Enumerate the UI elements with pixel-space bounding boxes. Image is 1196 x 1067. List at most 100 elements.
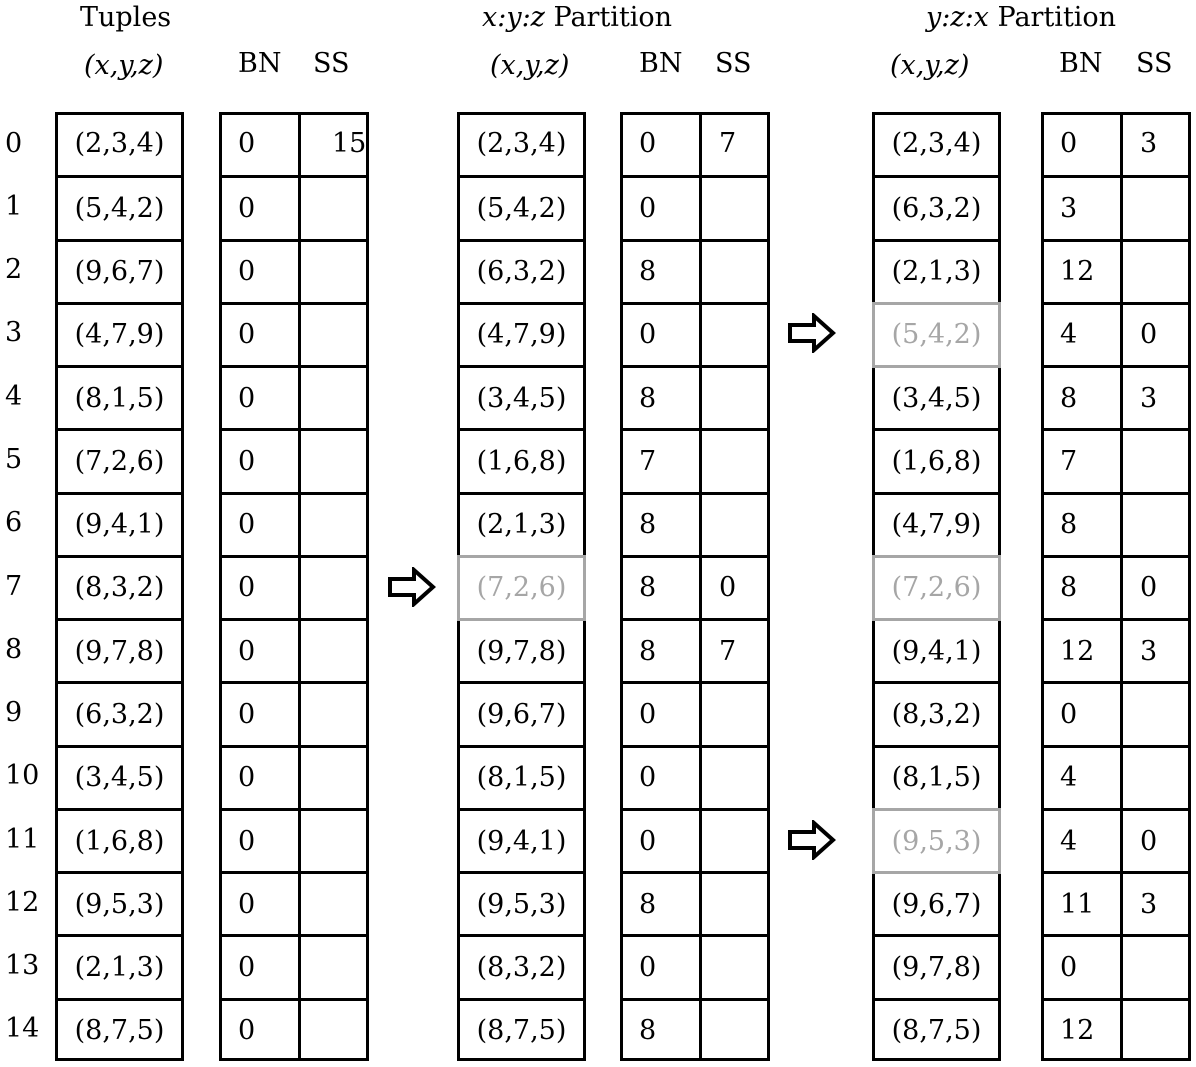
tuples-title: Tuples (80, 2, 172, 33)
bn-ss-row: 0 (222, 365, 366, 428)
tuple-cell: (2,3,4) (476, 128, 567, 160)
ss-value: 3 (1140, 382, 1158, 414)
row-index-label: 6 (5, 507, 23, 539)
bn-value: 0 (238, 635, 256, 667)
tuple-cell-moved: (9,5,3) (875, 807, 998, 871)
ss-value: 3 (1140, 888, 1158, 920)
bn-ss-row: 0 (623, 744, 767, 808)
tuple-cell: (9,4,1) (58, 491, 181, 555)
bn-value: 0 (639, 762, 657, 794)
ss-column-header: SS (313, 48, 350, 79)
tuple-cell: (2,3,4) (74, 128, 165, 160)
bn-value: 8 (639, 256, 657, 288)
bn-value: 0 (238, 509, 256, 541)
bn-value: 8 (639, 888, 657, 920)
tuple-cell-moved: (7,2,6) (460, 554, 583, 618)
xyz-axes-label: x:y:z (482, 2, 545, 33)
row-index-label: 7 (5, 570, 23, 602)
bn-ss-row: 8 (1044, 491, 1188, 555)
row-index-label: 13 (5, 950, 40, 982)
row-index-label: 5 (5, 443, 23, 475)
right-arrow-icon (388, 566, 436, 607)
bn-ss-row: 7 (1044, 428, 1188, 491)
row-index-label: 8 (5, 633, 23, 665)
bn-value: 12 (1060, 635, 1095, 667)
bn-value: 0 (1060, 952, 1078, 984)
row-index-label: 0 (5, 127, 23, 159)
bn-value: 0 (238, 128, 256, 160)
bn-value: 0 (238, 888, 256, 920)
bn-value: 0 (238, 256, 256, 288)
bn-ss-row: 0 (222, 301, 366, 365)
bn-ss-row: 3 (1044, 175, 1188, 238)
tuple-cell: (5,4,2) (460, 175, 583, 238)
right-arrow-icon (788, 819, 836, 860)
bn-ss-row: 8 (623, 365, 767, 428)
bn-value: 0 (238, 699, 256, 731)
bn-value: 0 (238, 572, 256, 604)
bn-value: 0 (238, 1015, 256, 1047)
bn-ss-row: 0 (1044, 681, 1188, 744)
tuple-cell: (9,7,8) (460, 618, 583, 681)
tuple-column-header: (x,y,z) (890, 50, 970, 81)
tuple-cell: (6,3,2) (875, 175, 998, 238)
bn-ss-row: 0 (222, 554, 366, 618)
bn-value: 3 (1060, 192, 1078, 224)
bn-value: 0 (238, 319, 256, 351)
bn-ss-row: 12 (1044, 997, 1188, 1061)
tuple-cell: (8,7,5) (875, 997, 998, 1061)
tuple-column: (2,3,4)(5,4,2)(6,3,2)(4,7,9)(3,4,5)(1,6,… (457, 112, 586, 1061)
bn-ss-divider (298, 115, 301, 1058)
bn-ss-row: 0 (222, 238, 366, 302)
bn-value: 7 (1060, 445, 1078, 477)
xyz-partition-word: Partition (553, 2, 673, 33)
bn-value: 8 (1060, 382, 1078, 414)
ss-value: 7 (719, 128, 737, 160)
bn-column-header: BN (238, 48, 282, 79)
bn-ss-row: 0 (222, 744, 366, 808)
bn-ss-row: 8 (623, 238, 767, 302)
bn-value: 8 (639, 382, 657, 414)
tuple-cell: (2,1,3) (875, 238, 998, 302)
row-index-label: 2 (5, 254, 23, 286)
ss-value: 15 (332, 128, 367, 160)
tuple-cell: (9,5,3) (460, 871, 583, 934)
bn-ss-row: 0 (222, 997, 366, 1061)
bn-ss-row: 0 (623, 301, 767, 365)
tuple-cell: (8,3,2) (58, 554, 181, 618)
tuple-cell: (3,4,5) (58, 744, 181, 808)
ss-column-header: SS (1136, 48, 1173, 79)
tuple-cell: (9,7,8) (875, 934, 998, 997)
tuple-cell: (9,6,7) (460, 681, 583, 744)
row-index-label: 9 (5, 697, 23, 729)
bn-value: 0 (1060, 128, 1078, 160)
bn-ss-row: 12 (1044, 238, 1188, 302)
tuple-cell: (2,1,3) (58, 934, 181, 997)
row-index-label: 12 (5, 886, 40, 918)
yzx-partition-title: y:z:x Partition (926, 3, 1116, 33)
bn-ss-row: 8 (623, 871, 767, 934)
row-index-label: 3 (5, 317, 23, 349)
tuple-cell: (1,6,8) (58, 807, 181, 871)
bn-ss-row: 0 (222, 618, 366, 681)
tuple-cell: (8,1,5) (875, 744, 998, 808)
tuple-cell: (2,3,4) (891, 128, 982, 160)
row-index-label: 1 (5, 190, 23, 222)
ss-column-header: SS (715, 48, 752, 79)
tuple-cell-moved: (5,4,2) (875, 301, 998, 365)
bn-ss-divider (1120, 115, 1123, 1058)
bn-ss-row: 0 (222, 428, 366, 491)
ss-value: 3 (1140, 128, 1158, 160)
tuple-column-header: (x,y,z) (84, 50, 164, 81)
tuple-column: (2,3,4)(5,4,2)(9,6,7)(4,7,9)(8,1,5)(7,2,… (55, 112, 184, 1061)
bn-value: 8 (1060, 509, 1078, 541)
tuple-cell: (9,4,1) (460, 807, 583, 871)
bn-value: 0 (238, 952, 256, 984)
bn-value: 12 (1060, 1015, 1095, 1047)
